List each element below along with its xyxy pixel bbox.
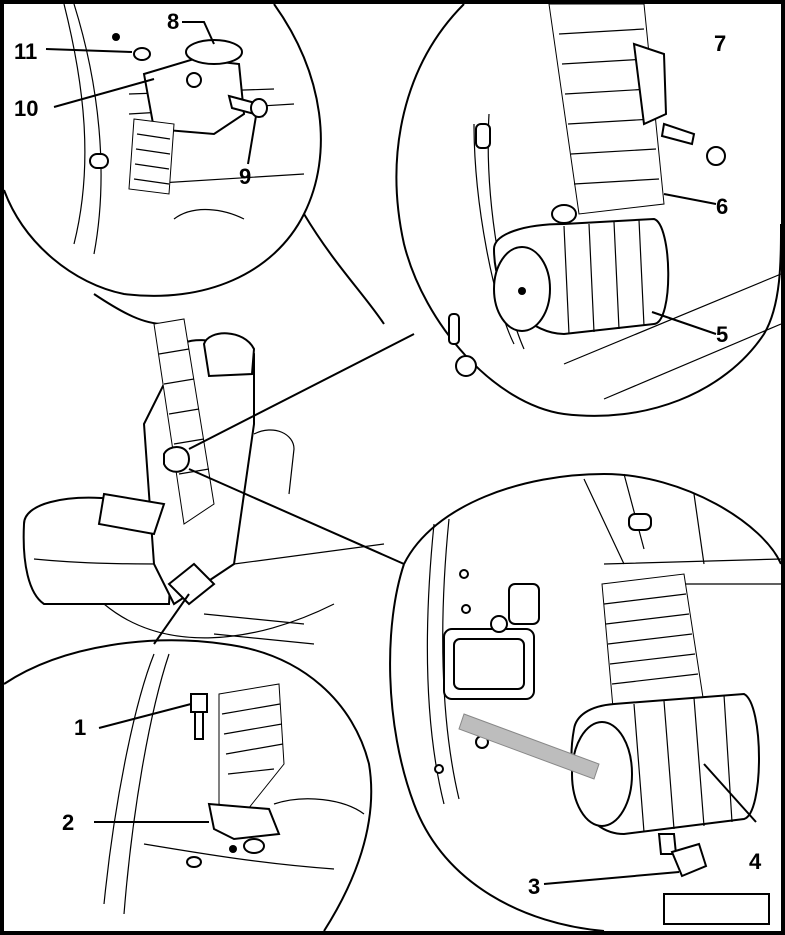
mounting-arrow <box>458 713 600 780</box>
retractor-5-top-clip <box>551 204 577 224</box>
callout-7: 7 <box>714 31 726 56</box>
floor-hole-icon <box>243 838 265 854</box>
retractor-4-spool <box>571 721 633 827</box>
bolt-9-head <box>250 98 268 118</box>
callout-6: 6 <box>716 194 728 219</box>
bolt-3-head <box>670 842 708 878</box>
nut-icon <box>112 33 120 41</box>
buckle-tongue <box>97 492 166 536</box>
belt-webbing-top <box>128 118 175 195</box>
pillar-hole-br-icon <box>490 615 508 633</box>
floor-hole-small-icon <box>186 856 202 868</box>
headrest <box>202 332 256 378</box>
bolt-1-shaft <box>194 711 204 740</box>
callout-2: 2 <box>62 810 74 835</box>
detail-circle-top-right <box>395 4 781 417</box>
bolt-1-head <box>190 693 208 713</box>
pillar-slot-icon <box>475 123 491 149</box>
guide-screw-icon <box>186 72 202 88</box>
pillar-hole-icon <box>455 355 477 377</box>
callout-10: 10 <box>14 96 38 121</box>
callout-leaders <box>45 21 257 165</box>
belt-webbing-br <box>601 573 705 720</box>
callout-4: 4 <box>749 849 762 874</box>
anchor-plate-2 <box>207 802 281 841</box>
callout-1: 1 <box>74 715 86 740</box>
pillar-bracket-br <box>508 583 540 625</box>
diagram-canvas: 1 2 3 4 5 6 7 8 9 10 11 <box>4 4 781 931</box>
callout-3: 3 <box>528 874 540 899</box>
callout-8: 8 <box>167 9 179 34</box>
retractor-center <box>163 446 191 473</box>
belt-guide-cap <box>185 39 243 65</box>
detail-circle-bottom-right <box>389 472 781 931</box>
screw-7-shaft <box>660 122 696 146</box>
belt-guide-bracket-6 <box>632 42 668 126</box>
detail-circle-bottom-left <box>4 639 373 931</box>
callout-9: 9 <box>239 164 251 189</box>
washer-11-icon <box>133 47 151 61</box>
pillar-slot-lower-icon <box>448 313 460 345</box>
callout-5: 5 <box>716 322 728 347</box>
detail-circle-top-left <box>4 4 385 325</box>
callout-11: 11 <box>14 39 37 64</box>
figure-id-box <box>663 893 770 925</box>
pillar-slot-br-icon <box>628 513 652 531</box>
screw-7-head <box>706 146 726 166</box>
seat-overview <box>22 293 415 645</box>
anchor-plate-center <box>167 562 216 606</box>
mount-hole-icon <box>89 153 109 169</box>
